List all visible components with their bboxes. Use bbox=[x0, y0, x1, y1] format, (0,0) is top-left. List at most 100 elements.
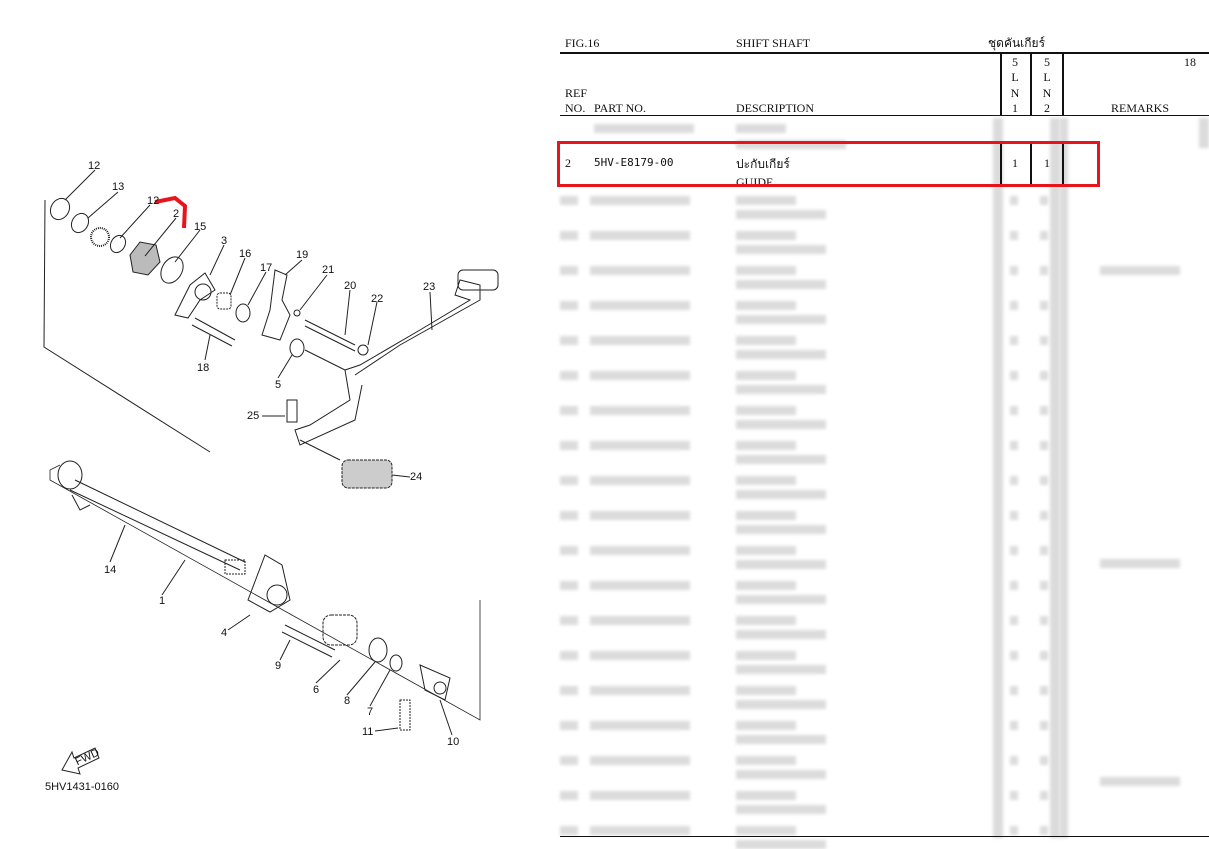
obscured-cell bbox=[1040, 266, 1048, 275]
obscured-cell bbox=[1040, 826, 1048, 835]
obscured-cell bbox=[590, 756, 690, 765]
obscured-cell bbox=[736, 651, 796, 660]
obscured-cell bbox=[736, 196, 796, 205]
obscured-cell bbox=[736, 336, 796, 345]
callout-8: 8 bbox=[344, 695, 350, 707]
obscured-cell bbox=[560, 371, 578, 380]
obscured-cell bbox=[1010, 616, 1018, 625]
obscured-cell bbox=[736, 616, 796, 625]
callout-23: 23 bbox=[423, 281, 435, 293]
obscured-cell bbox=[736, 124, 786, 133]
header-description: DESCRIPTION bbox=[736, 101, 815, 115]
obscured-cell bbox=[560, 441, 578, 450]
obscured-cell bbox=[590, 721, 690, 730]
row-desc-th: ปะกับเกียร์ bbox=[736, 157, 790, 171]
obscured-cell bbox=[736, 525, 826, 534]
row-part-no: 5HV-E8179-00 bbox=[594, 156, 674, 169]
callout-3: 3 bbox=[221, 235, 227, 247]
obscured-cell bbox=[1010, 336, 1018, 345]
obscured-cell bbox=[1010, 406, 1018, 415]
obscured-cell bbox=[1100, 777, 1180, 786]
obscured-cell bbox=[736, 455, 826, 464]
obscured-cell bbox=[736, 756, 796, 765]
obscured-cell bbox=[736, 406, 796, 415]
obscured-cell bbox=[1010, 721, 1018, 730]
callout-18: 18 bbox=[197, 362, 209, 374]
obscured-cell bbox=[560, 476, 578, 485]
callout-24: 24 bbox=[410, 471, 422, 483]
obscured-cell bbox=[736, 735, 826, 744]
obscured-cell bbox=[1010, 791, 1018, 800]
obscured-cell bbox=[1060, 118, 1068, 838]
obscured-cell bbox=[736, 231, 796, 240]
row-qty-5ln2: 1 bbox=[1044, 156, 1050, 170]
obscured-cell bbox=[736, 385, 826, 394]
obscured-cell bbox=[736, 301, 796, 310]
obscured-cell bbox=[736, 210, 826, 219]
obscured-cell bbox=[1040, 441, 1048, 450]
header-no: NO. bbox=[565, 101, 586, 115]
obscured-cell bbox=[736, 805, 826, 814]
obscured-cell bbox=[590, 511, 690, 520]
callout-12b: 12 bbox=[147, 195, 159, 207]
header-ref: REF bbox=[565, 86, 588, 100]
obscured-cell bbox=[560, 301, 578, 310]
obscured-cell bbox=[560, 581, 578, 590]
diagram-code: 5HV1431-0160 bbox=[45, 781, 119, 793]
obscured-cell bbox=[736, 595, 826, 604]
obscured-cell bbox=[590, 441, 690, 450]
callout-7: 7 bbox=[367, 706, 373, 718]
callout-9: 9 bbox=[275, 660, 281, 672]
obscured-cell bbox=[1040, 301, 1048, 310]
callout-21: 21 bbox=[322, 264, 334, 276]
obscured-cell bbox=[1010, 686, 1018, 695]
obscured-cell bbox=[1040, 721, 1048, 730]
obscured-cell bbox=[736, 420, 826, 429]
fwd-arrow-icon: FWD bbox=[61, 747, 101, 775]
obscured-cell bbox=[1010, 301, 1018, 310]
obscured-cell bbox=[736, 315, 826, 324]
obscured-cell bbox=[736, 140, 846, 149]
obscured-cell bbox=[1010, 826, 1018, 835]
obscured-cell bbox=[736, 581, 796, 590]
highlight-outline bbox=[154, 195, 188, 229]
obscured-cell bbox=[736, 700, 826, 709]
obscured-cell bbox=[1040, 196, 1048, 205]
obscured-cell bbox=[1040, 616, 1048, 625]
obscured-cell bbox=[736, 546, 796, 555]
fig-number: FIG.16 bbox=[565, 36, 600, 50]
callout-6: 6 bbox=[313, 684, 319, 696]
obscured-cell bbox=[736, 490, 826, 499]
page-number: 18 bbox=[1184, 55, 1196, 69]
obscured-cell bbox=[1040, 581, 1048, 590]
obscured-cell bbox=[736, 721, 796, 730]
obscured-cell bbox=[1100, 559, 1180, 568]
obscured-cell bbox=[1040, 336, 1048, 345]
obscured-cell bbox=[736, 371, 796, 380]
obscured-cell bbox=[560, 791, 578, 800]
obscured-cell bbox=[590, 476, 690, 485]
obscured-cell bbox=[590, 616, 690, 625]
highlight-box bbox=[557, 141, 1100, 187]
obscured-cell bbox=[590, 266, 690, 275]
obscured-cell bbox=[590, 581, 690, 590]
obscured-cell bbox=[590, 301, 690, 310]
obscured-cell bbox=[1040, 371, 1048, 380]
obscured-cell bbox=[1010, 511, 1018, 520]
obscured-cell bbox=[590, 686, 690, 695]
obscured-cell bbox=[1010, 756, 1018, 765]
callout-10: 10 bbox=[447, 736, 459, 748]
obscured-cell bbox=[560, 651, 578, 660]
obscured-cell bbox=[1040, 511, 1048, 520]
obscured-cell bbox=[736, 441, 796, 450]
obscured-cell bbox=[1040, 476, 1048, 485]
header-remarks: REMARKS bbox=[1111, 101, 1170, 115]
header-part-no: PART NO. bbox=[594, 101, 646, 115]
obscured-cell bbox=[594, 124, 694, 133]
callout-15: 15 bbox=[194, 221, 206, 233]
obscured-cell bbox=[590, 546, 690, 555]
obscured-cell bbox=[590, 231, 690, 240]
exploded-parts-diagram: 12 13 12 2 15 3 16 17 19 21 20 22 23 18 … bbox=[43, 160, 499, 793]
obscured-cell bbox=[736, 686, 796, 695]
row-ref: 2 bbox=[565, 156, 571, 170]
